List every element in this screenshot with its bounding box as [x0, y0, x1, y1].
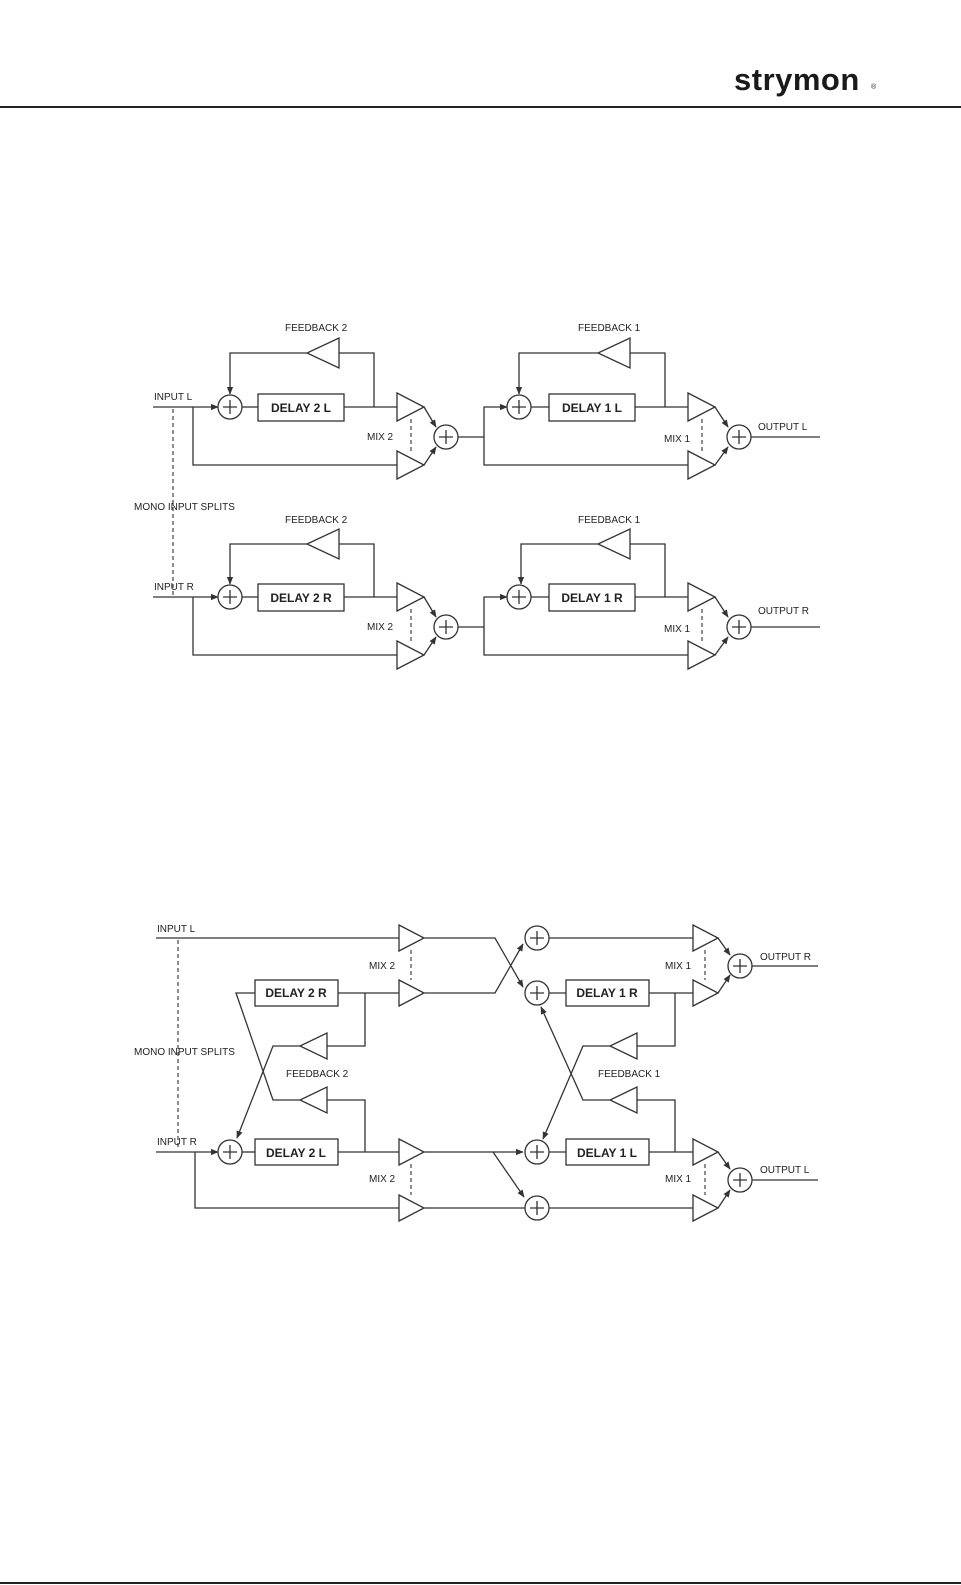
delay-2-r-label-bottom: DELAY 2 R	[265, 986, 327, 1000]
output-r-label: OUTPUT R	[758, 606, 809, 617]
registered-mark: ®	[871, 84, 877, 91]
feedback-1-lower-amp	[596, 527, 631, 561]
mix-1-lower-amp-b	[687, 639, 717, 671]
mix-2-upper-amp-b	[396, 449, 426, 481]
delay-2-r-label: DELAY 2 R	[270, 591, 332, 605]
mix-1-upper-label: MIX 1	[664, 434, 691, 445]
mix-1-upper-amp-b	[687, 449, 717, 481]
mix-1-lower-label-bottom: MIX 1	[665, 1174, 692, 1185]
delay-1-r-label-bottom: DELAY 1 R	[576, 986, 638, 1000]
delay-2-l-box-bottom	[254, 1138, 339, 1166]
delay-1-l-label-bottom: DELAY 1 L	[577, 1146, 637, 1160]
delay-1-r-label: DELAY 1 R	[561, 591, 623, 605]
footer-rule	[0, 1582, 961, 1584]
mix-2-lower-amp-b	[396, 639, 426, 671]
feedback-1-label-bottom: FEEDBACK 1	[598, 1069, 661, 1080]
left-channel-path: DELAY 2 L DELAY 1 L	[153, 336, 820, 481]
mix-2-upper-label-bottom: MIX 2	[369, 961, 396, 972]
feedback-1-amp-b	[608, 1085, 638, 1115]
feedback-2-label-bottom: FEEDBACK 2	[286, 1069, 349, 1080]
diagram-cross-feedback: DELAY 2 R DELAY 1 R	[134, 923, 818, 1223]
mix-1-upper-label-bottom: MIX 1	[665, 961, 692, 972]
mono-input-splits-label-top: MONO INPUT SPLITS	[134, 502, 235, 513]
feedback-1-lower-label: FEEDBACK 1	[578, 515, 641, 526]
mix-2-upper-amp-a	[396, 391, 426, 423]
input-l-label-bottom: INPUT L	[157, 924, 196, 935]
right-channel-path: DELAY 2 R DELAY 1 R	[153, 527, 820, 671]
mix-2-lower-amp-dry	[398, 1193, 426, 1223]
feedback-2-lower-label: FEEDBACK 2	[285, 515, 348, 526]
delay-1-l-box-bottom	[565, 1138, 650, 1166]
mix-1-lower-amp-wet	[692, 1137, 720, 1167]
output-l-label-bottom: OUTPUT L	[760, 1165, 810, 1176]
feedback-1-amp-a	[608, 1031, 638, 1061]
mix-1-lower-amp-dry	[692, 1193, 720, 1223]
output-l-label: OUTPUT L	[758, 422, 808, 433]
mix-2-lower-amp-wet	[398, 1137, 426, 1167]
mix-1-upper-amp-a	[687, 391, 717, 423]
mono-input-splits-label-bottom: MONO INPUT SPLITS	[134, 1047, 235, 1058]
mix-2-upper-amp-dry	[398, 923, 426, 953]
delay-1-l-box	[548, 393, 636, 422]
header-rule	[0, 106, 961, 108]
delay-2-r-box-bottom	[254, 979, 339, 1007]
feedback-2-upper-amp	[305, 336, 340, 370]
output-r-label-bottom: OUTPUT R	[760, 952, 811, 963]
mix-1-lower-amp-a	[687, 581, 717, 613]
mix-2-upper-label: MIX 2	[367, 432, 394, 443]
feedback-2-upper-label: FEEDBACK 2	[285, 323, 348, 334]
feedback-2-amp-a	[298, 1031, 328, 1061]
delay-1-r-box	[548, 583, 636, 612]
mix-1-upper-amp-wet	[692, 978, 720, 1008]
mix-2-upper-amp-wet	[398, 978, 426, 1008]
mix-2-lower-amp-a	[396, 581, 426, 613]
mix-1-lower-label: MIX 1	[664, 624, 691, 635]
feedback-1-upper-amp	[596, 336, 631, 370]
feedback-2-amp-b	[298, 1085, 328, 1115]
input-l-label: INPUT L	[154, 392, 193, 403]
delay-2-l-box	[257, 393, 345, 422]
delay-2-l-label: DELAY 2 L	[271, 401, 331, 415]
delay-2-r-box	[257, 583, 345, 612]
input-r-label-bottom: INPUT R	[157, 1137, 197, 1148]
mix-2-lower-label-bottom: MIX 2	[369, 1174, 396, 1185]
feedback-1-upper-label: FEEDBACK 1	[578, 323, 641, 334]
mix-1-upper-amp-dry	[692, 923, 720, 953]
delay-2-l-label-bottom: DELAY 2 L	[266, 1146, 326, 1160]
delay-1-l-label: DELAY 1 L	[562, 401, 622, 415]
strymon-logo: strymon	[734, 62, 860, 97]
diagram-series-stereo: DELAY 2 L DELAY 1 L	[134, 323, 820, 671]
mix-2-lower-label: MIX 2	[367, 622, 394, 633]
input-r-label: INPUT R	[154, 582, 194, 593]
feedback-2-lower-amp	[305, 527, 340, 561]
